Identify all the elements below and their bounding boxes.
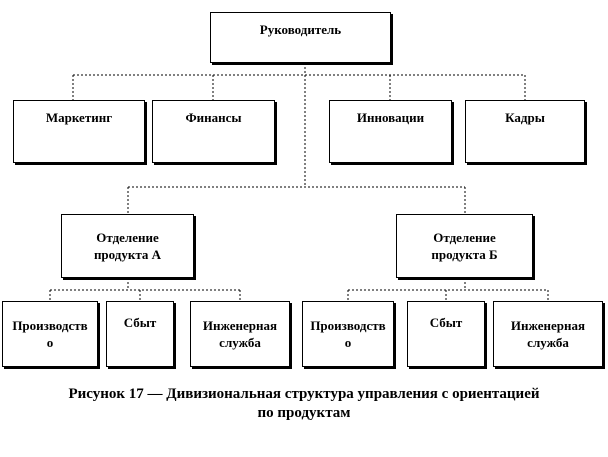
caption-line2: по продуктам (257, 405, 351, 421)
division-label-line1: Отделение (433, 230, 496, 245)
division-label-line1: Отделение (96, 230, 159, 245)
function-node-marketing: Маркетинг (13, 100, 145, 163)
unit-label-line2: о (344, 335, 352, 350)
unit-label-line2: служба (527, 335, 569, 350)
division-node-b: Отделение продукта Б (396, 214, 533, 278)
function-label: Кадры (505, 110, 545, 125)
figure-caption: Рисунок 17 — Дивизиональная структура уп… (0, 385, 608, 423)
unit-label-line1: Производств (12, 318, 88, 333)
unit-label-line2: о (46, 335, 54, 350)
unit-label-line1: Сбыт (123, 315, 157, 330)
unit-label-line1: Инженерная (202, 318, 278, 333)
unit-node-engineering-a: Инженерная служба (190, 301, 290, 367)
unit-label-line2: служба (219, 335, 261, 350)
division-label-line2: продукта Б (431, 247, 498, 262)
function-node-innovation: Инновации (329, 100, 452, 163)
unit-node-sales-a: Сбыт (106, 301, 174, 367)
unit-node-engineering-b: Инженерная служба (493, 301, 603, 367)
unit-label-line1: Инженерная (510, 318, 586, 333)
function-label: Маркетинг (45, 110, 113, 125)
caption-line1: Рисунок 17 — Дивизиональная структура уп… (68, 386, 540, 402)
unit-label-line1: Сбыт (429, 315, 463, 330)
unit-label-line1: Производств (310, 318, 386, 333)
function-node-hr: Кадры (465, 100, 585, 163)
unit-node-production-a: Производств о (2, 301, 98, 367)
root-label: Руководитель (259, 22, 342, 37)
unit-node-production-b: Производств о (302, 301, 394, 367)
division-label-line2: продукта А (93, 247, 162, 262)
root-node: Руководитель (210, 12, 391, 63)
function-label: Финансы (185, 110, 242, 125)
division-node-a: Отделение продукта А (61, 214, 194, 278)
function-node-finance: Финансы (152, 100, 275, 163)
unit-node-sales-b: Сбыт (407, 301, 485, 367)
function-label: Инновации (356, 110, 425, 125)
